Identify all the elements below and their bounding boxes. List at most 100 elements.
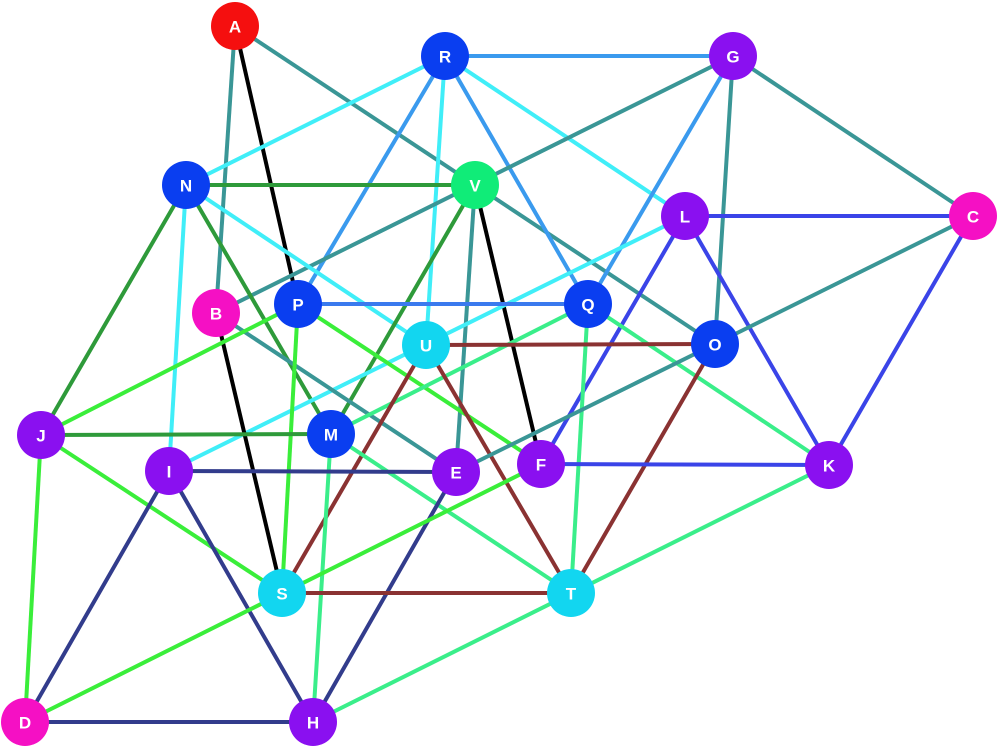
node-circle	[661, 192, 709, 240]
edge-u-t	[424, 343, 573, 595]
node-circle	[691, 320, 739, 368]
node-j: J	[17, 411, 65, 459]
edge-j-d	[23, 434, 43, 723]
node-label: L	[680, 208, 690, 227]
edge-i-h	[167, 470, 315, 723]
node-label: V	[469, 177, 481, 196]
node-label: C	[967, 208, 979, 227]
edge-v-m	[329, 183, 477, 436]
node-f: F	[517, 440, 565, 488]
edge-r-u	[424, 55, 447, 346]
edge-m-t	[329, 432, 573, 595]
edge-n-u	[184, 183, 428, 347]
node-label: J	[36, 427, 45, 446]
node-t: T	[547, 569, 595, 617]
edge-l-k	[683, 214, 831, 467]
node-circle	[17, 411, 65, 459]
edge-j-m	[40, 432, 332, 437]
edge-o-t	[569, 342, 717, 595]
node-label: M	[324, 426, 338, 445]
node-i: I	[145, 447, 193, 495]
node-circle	[274, 280, 322, 328]
node-label: D	[19, 714, 31, 733]
node-a: A	[211, 2, 259, 50]
node-label: G	[726, 48, 739, 67]
edge-o-e	[455, 342, 716, 474]
node-label: O	[708, 336, 721, 355]
node-circle	[564, 280, 612, 328]
edge-n-i	[167, 184, 188, 472]
edge-r-l	[443, 54, 687, 218]
edge-i-e	[168, 469, 457, 474]
edge-f-k	[540, 462, 830, 467]
node-circle	[805, 441, 853, 489]
node-label: U	[420, 337, 432, 356]
node-d: D	[1, 698, 49, 746]
edge-j-s	[39, 433, 284, 595]
edge-q-k	[586, 302, 831, 467]
node-o: O	[691, 320, 739, 368]
node-circle	[517, 440, 565, 488]
edge-i-d	[23, 470, 171, 723]
edge-q-m	[330, 302, 589, 436]
edge-b-s	[214, 312, 284, 594]
edge-q-t	[569, 303, 590, 594]
node-u: U	[402, 321, 450, 369]
edge-n-m	[184, 183, 333, 436]
edge-p-j	[40, 302, 299, 437]
node-label: E	[450, 464, 461, 483]
edge-c-o	[714, 214, 974, 346]
node-l: L	[661, 192, 709, 240]
node-n: N	[162, 161, 210, 209]
node-label: N	[180, 177, 192, 196]
node-circle	[949, 192, 997, 240]
node-s: S	[258, 569, 306, 617]
node-circle	[192, 289, 240, 337]
node-c: C	[949, 192, 997, 240]
edge-a-b	[214, 25, 237, 314]
edge-p-f	[296, 302, 543, 466]
node-label: F	[536, 456, 546, 475]
edge-b-e	[214, 311, 458, 474]
node-circle	[307, 410, 355, 458]
node-circle	[258, 569, 306, 617]
node-circle	[211, 2, 259, 50]
edge-r-n	[185, 54, 446, 187]
node-label: R	[439, 48, 451, 67]
node-label: A	[229, 18, 241, 37]
edge-layer	[23, 24, 975, 724]
edge-v-e	[454, 184, 477, 473]
node-v: V	[451, 161, 499, 209]
edge-l-f	[539, 214, 687, 466]
edge-p-s	[280, 303, 300, 594]
node-circle	[402, 321, 450, 369]
node-k: K	[805, 441, 853, 489]
node-g: G	[709, 32, 757, 80]
edge-r-p	[296, 54, 447, 306]
edge-u-o	[425, 342, 716, 347]
node-circle	[1, 698, 49, 746]
node-label: K	[823, 457, 836, 476]
node-circle	[547, 569, 595, 617]
node-b: B	[192, 289, 240, 337]
edge-u-s	[280, 343, 428, 595]
edge-g-c	[731, 54, 975, 218]
edge-m-h	[311, 433, 333, 723]
edge-c-k	[827, 214, 975, 467]
node-e: E	[432, 448, 480, 496]
node-r: R	[421, 32, 469, 80]
node-circle	[145, 447, 193, 495]
node-label: P	[292, 296, 303, 315]
edge-r-q	[443, 55, 590, 305]
node-circle	[289, 698, 337, 746]
node-circle	[432, 448, 480, 496]
node-circle	[709, 32, 757, 80]
edge-g-q	[586, 54, 735, 306]
node-circle	[421, 32, 469, 80]
edge-g-o	[713, 55, 735, 345]
edge-e-h	[311, 471, 458, 723]
node-label: I	[167, 463, 172, 482]
node-circle	[162, 161, 210, 209]
edge-n-j	[39, 183, 188, 437]
